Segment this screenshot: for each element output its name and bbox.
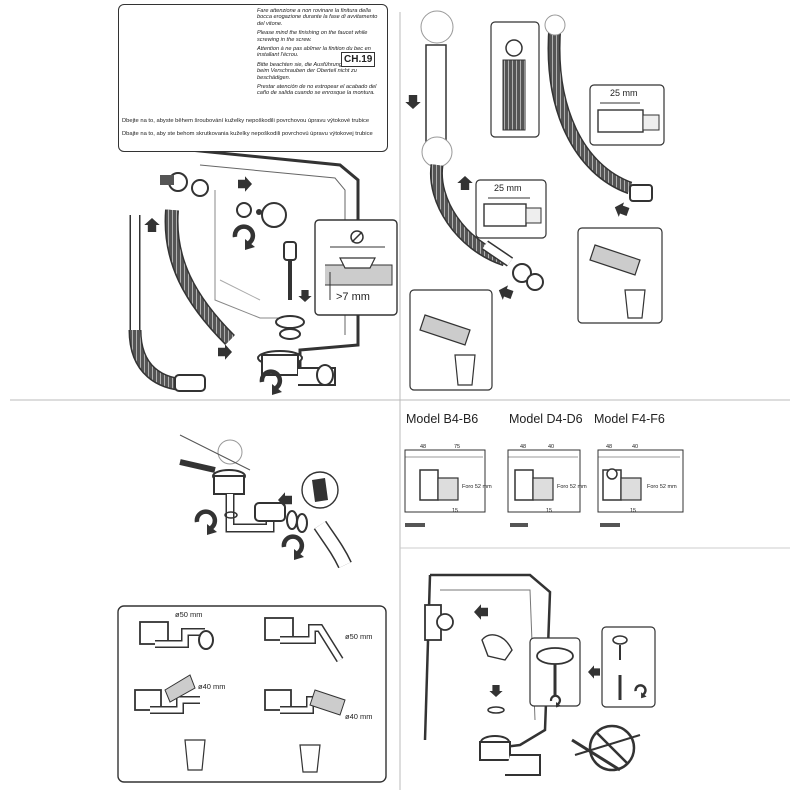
model-d-title: Model D4-D6 bbox=[509, 412, 583, 426]
model-f-height: 15 bbox=[630, 508, 637, 514]
model-dimension-drawings bbox=[404, 449, 684, 527]
model-d-bore: Foro 52 mm bbox=[557, 484, 587, 490]
model-f-width-2: 40 bbox=[632, 444, 639, 450]
wrench-size-label: CH.19 bbox=[341, 52, 376, 67]
length-label-middle: 25 mm bbox=[494, 183, 522, 193]
note-czech: Dbejte na to, abyste během šroubování ku… bbox=[122, 118, 370, 124]
note-slovak: Dbajte na to, aby ste behom skrutkovania… bbox=[122, 131, 373, 137]
model-f-bore: Foro 52 mm bbox=[647, 484, 677, 490]
trap-options-diagram bbox=[134, 617, 346, 773]
note-english: Please mind the finishing on the faucet … bbox=[257, 30, 368, 43]
model-b-title: Model B4-B6 bbox=[406, 412, 479, 426]
diameter-label-50-left: ø50 mm bbox=[175, 610, 203, 619]
model-f-width-1: 48 bbox=[606, 444, 613, 450]
note-spanish: Prestar atención de no estropear el acab… bbox=[257, 84, 377, 97]
model-b-width-2: 75 bbox=[454, 444, 461, 450]
hose-extension-diagram bbox=[405, 10, 665, 391]
note-french: Attention à ne pas abîmer la finition du… bbox=[257, 46, 371, 59]
model-d-width-1: 48 bbox=[520, 444, 527, 450]
model-b-width-1: 48 bbox=[420, 444, 427, 450]
model-b-height: 15 bbox=[452, 508, 459, 514]
warning-notice: Fare attenzione a non rovinare la finitu… bbox=[118, 4, 388, 152]
trap-options-panel bbox=[117, 605, 387, 783]
model-d-width-2: 40 bbox=[548, 444, 555, 450]
model-d-height: 15 bbox=[546, 508, 553, 514]
diameter-label-40-left: ø40 mm bbox=[198, 682, 226, 691]
length-label-top: 25 mm bbox=[610, 88, 638, 98]
warning-notes: Fare attenzione a non rovinare la finitu… bbox=[257, 8, 385, 100]
gap-dimension-label: >7 mm bbox=[336, 291, 370, 303]
tub-installation-diagram bbox=[128, 148, 398, 395]
note-italian: Fare attenzione a non rovinare la finitu… bbox=[257, 8, 378, 27]
diameter-label-40-right: ø40 mm bbox=[345, 712, 373, 721]
diameter-label-50-right: ø50 mm bbox=[345, 632, 373, 641]
plug-installation-diagram bbox=[423, 573, 656, 776]
model-b-bore: Foro 52 mm bbox=[462, 484, 492, 490]
trap-assembly-diagram bbox=[179, 434, 352, 569]
model-f-title: Model F4-F6 bbox=[594, 412, 665, 426]
note-german: Bitte beachten sie, die Ausführung des E… bbox=[257, 61, 375, 81]
